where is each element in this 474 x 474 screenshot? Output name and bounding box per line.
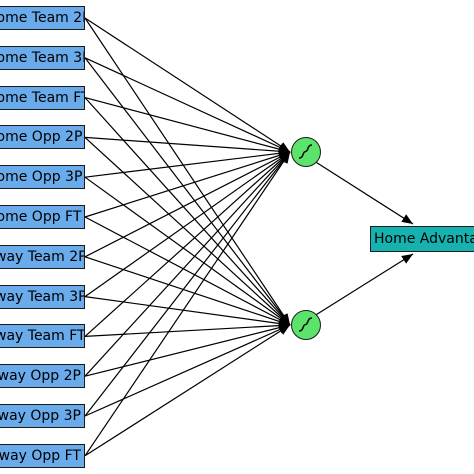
sigmoid-icon (298, 144, 313, 159)
input-node-label: Away Team 3P (0, 288, 85, 305)
hidden-node-2 (291, 310, 321, 340)
edge-input-10-hidden-1 (84, 151, 291, 377)
input-node-label: Home Team 2P (0, 10, 84, 26)
input-node-away-team-3p: Away Team 3P (0, 284, 85, 309)
input-node-label: Home Team 3P (0, 49, 84, 66)
edge-input-9-hidden-2 (84, 321, 291, 337)
edge-input-1-hidden-2 (84, 17, 291, 326)
input-node-away-team-2p: Away Team 2P (0, 244, 85, 269)
input-node-label: Away Opp FT (0, 447, 81, 464)
input-node-away-opp-3p: Away Opp 3P (0, 404, 85, 428)
edge-hidden-2-output (316, 253, 414, 316)
edge-hidden-1-output (316, 161, 414, 225)
edge-input-7-hidden-1 (84, 151, 291, 258)
input-node-home-team-2p: Home Team 2P (0, 6, 85, 30)
input-node-label: Away Opp 3P (0, 408, 81, 424)
edge-input-4-hidden-2 (84, 136, 291, 326)
sigmoid-icon (298, 317, 313, 332)
output-node-home-advantage: Home Advantage (370, 226, 474, 252)
output-node-label: Home Advantage (374, 231, 474, 247)
input-node-away-opp-2p: Away Opp 2P (0, 364, 85, 389)
input-node-home-opp-ft: Home Opp FT (0, 205, 85, 229)
edge-input-12-hidden-2 (84, 324, 291, 457)
input-node-label: Home Team FT (0, 89, 84, 106)
edge-input-4-hidden-1 (84, 136, 291, 156)
edge-input-12-hidden-1 (84, 151, 291, 457)
edge-input-2-hidden-1 (84, 57, 291, 153)
input-node-label: Away Team FT (0, 328, 85, 345)
input-node-label: Away Opp 2P (0, 368, 81, 385)
input-node-label: Away Team 2P (0, 248, 85, 265)
input-node-label: Home Opp 2P (0, 129, 83, 146)
input-node-home-opp-2p: Home Opp 2P (0, 125, 85, 150)
edge-input-6-hidden-1 (84, 151, 291, 218)
input-node-away-opp-ft: Away Opp FT (0, 443, 85, 468)
input-node-label: Home Opp 3P (0, 169, 83, 186)
input-node-home-team-ft: Home Team FT (0, 85, 85, 110)
edge-input-8-hidden-2 (84, 296, 291, 328)
input-node-home-team-3p: Home Team 3P (0, 45, 85, 70)
input-node-label: Home Opp FT (0, 209, 82, 225)
hidden-node-1 (291, 137, 321, 167)
input-node-home-opp-3p: Home Opp 3P (0, 165, 85, 190)
input-node-away-team-ft: Away Team FT (0, 324, 85, 349)
edge-input-11-hidden-2 (84, 324, 291, 417)
edge-input-5-hidden-1 (84, 148, 291, 178)
